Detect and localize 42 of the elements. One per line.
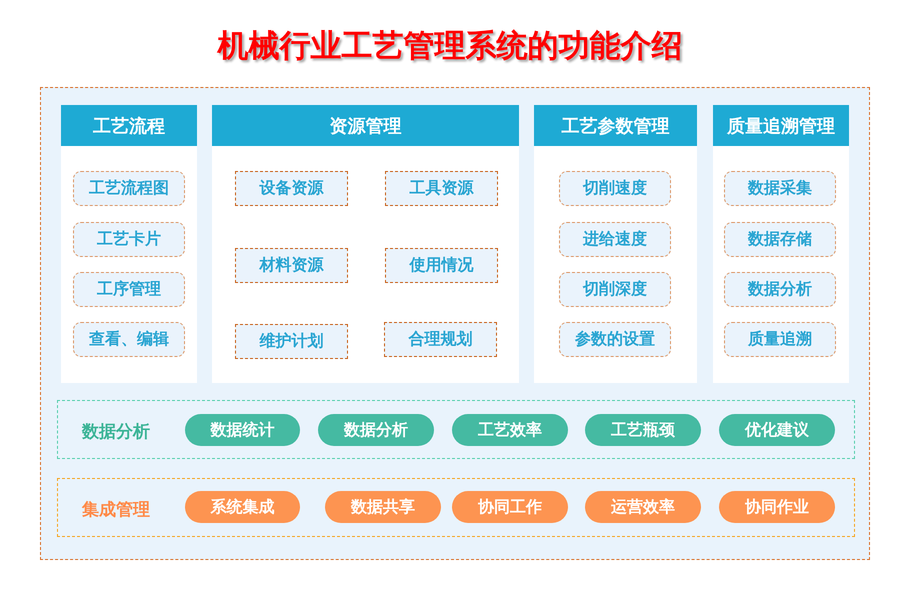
feature-box: 切削深度 [559, 272, 671, 307]
feature-pill: 运营效率 [585, 491, 701, 523]
dashed-frame [40, 87, 870, 560]
column-panel [212, 105, 519, 383]
column-heading: 资源管理 [212, 105, 519, 146]
feature-pill: 优化建议 [719, 414, 835, 446]
feature-box: 质量追溯 [724, 322, 836, 357]
feature-box: 数据存储 [724, 222, 836, 257]
feature-box: 材料资源 [235, 248, 348, 283]
column-panel [534, 105, 697, 383]
feature-box: 工具资源 [385, 171, 498, 206]
feature-pill: 数据共享 [325, 491, 441, 523]
column-panel [61, 105, 197, 383]
column-panel [713, 105, 849, 383]
feature-pill: 数据分析 [318, 414, 434, 446]
feature-pill: 协同工作 [452, 491, 568, 523]
feature-box: 工序管理 [73, 272, 185, 307]
feature-box: 工艺流程图 [73, 171, 185, 206]
feature-pill: 工艺效率 [452, 414, 568, 446]
feature-box: 切削速度 [559, 171, 671, 206]
feature-box: 工艺卡片 [73, 222, 185, 257]
group-label: 集成管理 [82, 499, 150, 521]
feature-box: 查看、编辑 [73, 322, 185, 357]
group-band [57, 400, 855, 459]
feature-box: 使用情况 [385, 248, 498, 283]
column-heading: 质量追溯管理 [713, 105, 849, 146]
feature-box: 设备资源 [235, 171, 348, 206]
feature-box: 数据分析 [724, 272, 836, 307]
feature-pill: 工艺瓶颈 [585, 414, 701, 446]
feature-box: 维护计划 [235, 324, 348, 359]
group-band [57, 478, 855, 537]
title: 机械行业工艺管理系统的功能介绍 [218, 27, 682, 66]
feature-box: 进给速度 [559, 222, 671, 257]
feature-box: 数据采集 [724, 171, 836, 206]
group-label: 数据分析 [82, 421, 150, 443]
feature-box: 合理规划 [384, 322, 497, 357]
feature-pill: 协同作业 [719, 491, 835, 523]
column-heading: 工艺参数管理 [534, 105, 697, 146]
feature-box: 参数的设置 [559, 322, 671, 357]
feature-pill: 数据统计 [185, 414, 300, 446]
feature-pill: 系统集成 [185, 491, 300, 523]
column-heading: 工艺流程 [61, 105, 197, 146]
